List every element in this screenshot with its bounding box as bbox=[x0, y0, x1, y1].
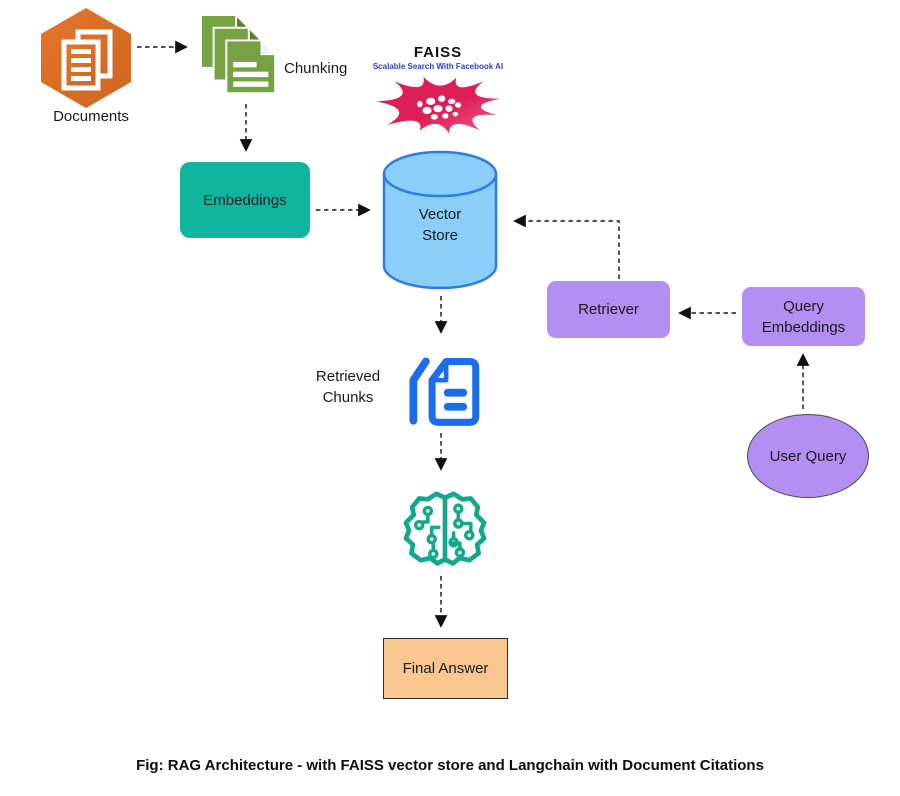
faiss-subtitle: Scalable Search With Facebook AI bbox=[372, 62, 504, 71]
vector-store-node-label: Vector Store bbox=[418, 206, 462, 244]
arrow-retriever-to-vector-store bbox=[513, 214, 620, 279]
retriever-node-label: Retriever bbox=[578, 301, 639, 318]
retriever-node: Retriever bbox=[547, 281, 670, 338]
embeddings-node-label: Embeddings bbox=[203, 191, 287, 209]
document-outline-icon bbox=[409, 357, 480, 426]
user-query-node-label: User Query bbox=[769, 447, 847, 465]
retrieved-chunks-node-label: Retrieved Chunks bbox=[315, 368, 381, 406]
user-query-node: User Query bbox=[747, 414, 869, 498]
brain-circuit-icon bbox=[403, 491, 487, 566]
embeddings-node: Embeddings bbox=[180, 162, 310, 238]
query-embeddings-node: Query Embeddings bbox=[742, 287, 865, 346]
stacked-pages-icon bbox=[199, 13, 278, 95]
faiss-title: FAISS bbox=[413, 44, 463, 61]
query-embeddings-node-label: Query Embeddings bbox=[761, 297, 846, 336]
database-cylinder bbox=[382, 150, 498, 290]
faiss-neural-web-icon bbox=[376, 76, 500, 134]
documents-hexagon-icon bbox=[41, 8, 131, 108]
final-answer-node-label: Final Answer bbox=[402, 660, 489, 677]
chunking-node-label: Chunking bbox=[284, 60, 348, 77]
figure-caption: Fig: RAG Architecture - with FAISS vecto… bbox=[136, 757, 764, 774]
faiss-logo: FAISS Scalable Search With Facebook AI bbox=[357, 44, 519, 136]
documents-node-label: Documents bbox=[53, 108, 129, 125]
final-answer-node: Final Answer bbox=[383, 638, 508, 699]
